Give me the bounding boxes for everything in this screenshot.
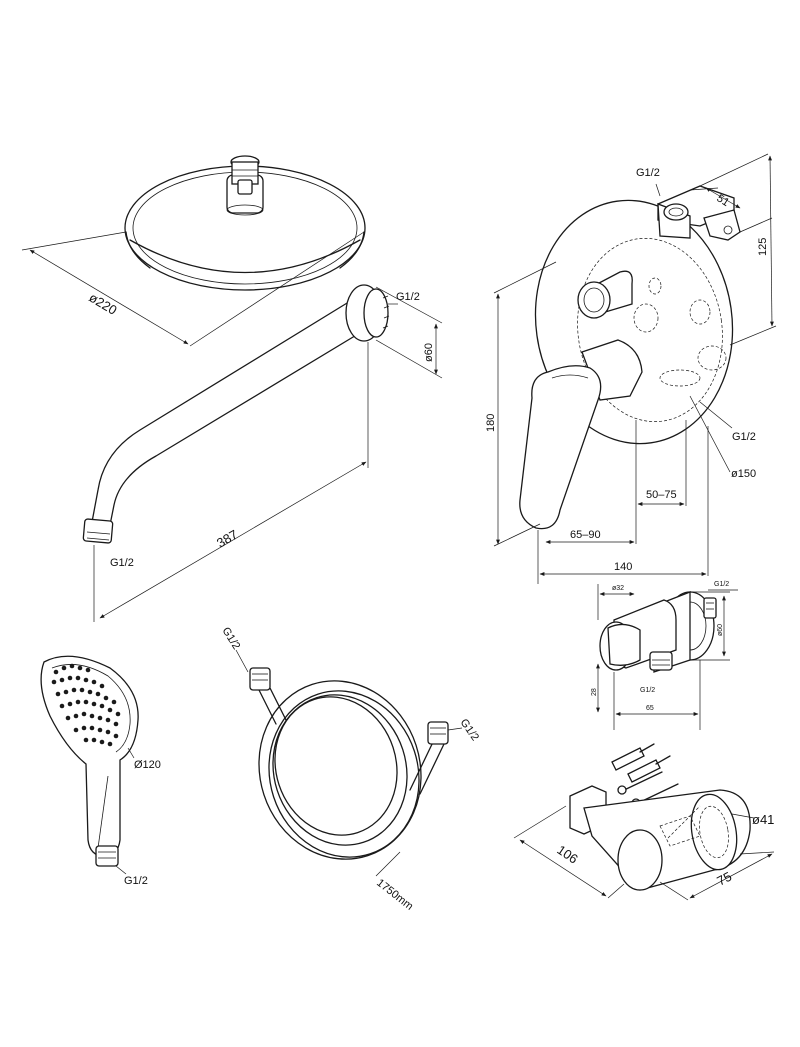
hand-shower — [40, 655, 139, 867]
outlet-dim-bottom-label: 65 — [646, 705, 654, 712]
mixer-depth-top-label: 51 — [714, 192, 731, 209]
mixer-lever — [519, 339, 643, 530]
arm-thread-end-label: G1/2 — [110, 557, 134, 569]
shower-arm — [82, 284, 390, 544]
outlet-thread-bottom-label: G1/2 — [640, 687, 655, 694]
mixer-height-label: 180 — [485, 414, 497, 432]
hose-length-label: 1750mm — [374, 877, 415, 913]
holder-width-label: 75 — [714, 869, 734, 889]
outlet-thread-right-label: G1/2 — [714, 581, 729, 588]
overhead-shower-head — [124, 155, 366, 291]
mixer-plate-diameter-label: ø150 — [731, 468, 756, 480]
shower-hose — [249, 667, 449, 860]
arm-thread-wall-label: G1/2 — [396, 291, 420, 303]
outlet-dim-top-label: ø32 — [612, 585, 624, 592]
holder-diameter-label: ø41 — [752, 812, 774, 827]
mixer-cartridge — [577, 270, 633, 319]
holder-length-label: 106 — [554, 842, 580, 867]
overhead-diameter-label: ø220 — [86, 290, 119, 318]
hand-shower-nozzles — [51, 663, 121, 747]
outlet-dim-right-label: ø60 — [717, 624, 724, 636]
mixer-height-top-label: 125 — [757, 238, 769, 256]
hand-shower-thread-label: G1/2 — [124, 875, 148, 887]
hand-shower-dimensions: Ø120 G1/2 — [115, 747, 161, 887]
hand-shower-diameter-label: Ø120 — [134, 759, 161, 771]
hose-thread-right-label: G1/2 — [458, 717, 482, 743]
hose-thread-left-label: G1/2 — [219, 625, 242, 652]
mixer-depth-total-label: 140 — [614, 561, 632, 573]
mixer-depth-range-a-label: 50–75 — [646, 489, 677, 501]
mixer-thread-side-label: G1/2 — [732, 431, 756, 443]
arm-dimensions: G1/2 ø60 387 G1/2 — [93, 286, 443, 622]
wall-outlet-dimensions: ø32 G1/2 ø60 28 G1/2 65 — [591, 581, 738, 730]
mixer-depth-range-b-label: 65–90 — [570, 529, 601, 541]
outlet-dim-left-label: 28 — [591, 688, 598, 696]
arm-length-label: 387 — [214, 527, 240, 551]
mixer-thread-top-label: G1/2 — [636, 167, 660, 179]
arm-diameter-label: ø60 — [423, 343, 435, 362]
mixer-dimensions: G1/2 51 125 180 G1/2 ø150 50–75 65–90 14… — [485, 153, 777, 584]
wall-outlet — [599, 591, 717, 673]
mixer-body-top — [657, 185, 741, 241]
